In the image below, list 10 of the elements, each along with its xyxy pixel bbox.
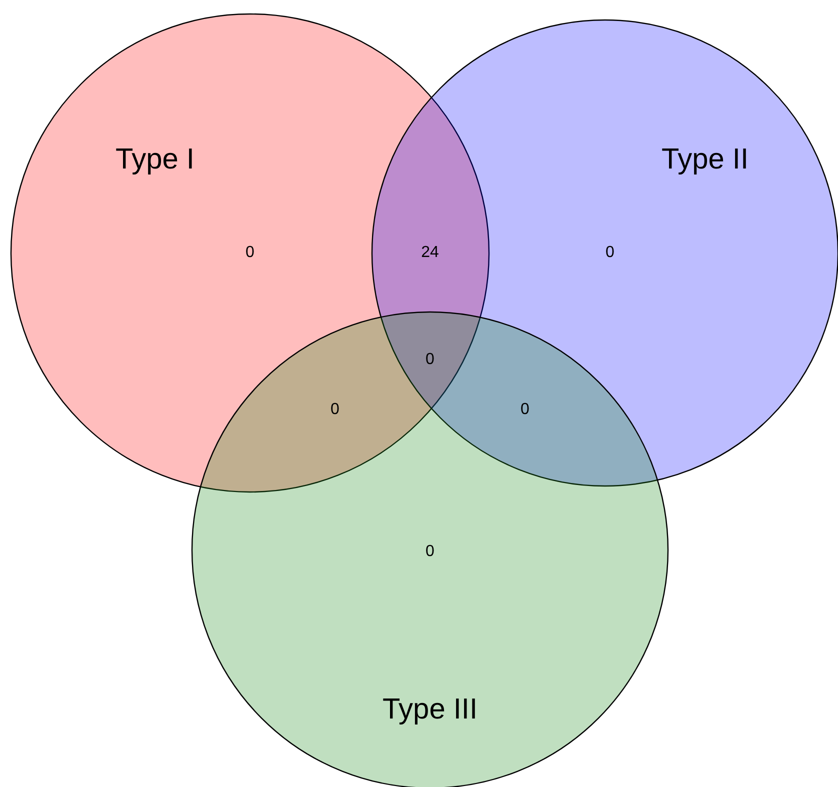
region-count: 0	[606, 244, 614, 262]
region-count: 0	[426, 543, 434, 561]
set-label: Type III	[382, 694, 478, 726]
set-label: Type I	[116, 144, 194, 176]
set-label: Type II	[661, 144, 749, 176]
region-count: 0	[520, 401, 530, 419]
region-count: 0	[426, 351, 434, 369]
region-count: 0	[246, 244, 254, 262]
region-count: 0	[330, 401, 340, 419]
region-count: 24	[421, 244, 439, 262]
